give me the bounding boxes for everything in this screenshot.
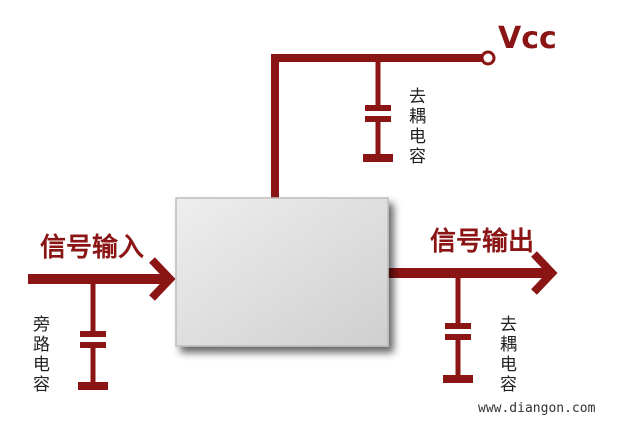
label-char: 耦 [500,335,517,355]
label-char: 电 [409,127,426,147]
top-decoupling-capacitor [363,58,393,162]
ic-block [175,197,389,347]
vcc-label: Vcc [498,21,557,56]
watermark: www.diangon.com [478,401,596,416]
label-char: 路 [33,335,50,355]
bypass-cap-label: 旁 路 电 容 [33,315,50,395]
label-char: 旁 [33,315,50,335]
output-cap-label: 去 耦 电 容 [500,315,517,395]
label-char: 容 [500,375,517,395]
signal-output-label: 信号输出 [430,226,534,257]
top-cap-label: 去 耦 电 容 [409,87,426,167]
output-arrow [388,251,558,295]
label-char: 容 [409,147,426,167]
label-char: 电 [33,355,50,375]
signal-input-label: 信号输入 [40,232,144,263]
output-decoupling-capacitor [443,273,473,383]
label-char: 容 [33,375,50,395]
input-arrow [28,257,176,301]
label-char: 去 [500,315,517,335]
vcc-terminal [480,50,496,66]
bypass-capacitor [78,279,108,390]
label-char: 电 [500,355,517,375]
label-char: 去 [409,87,426,107]
vcc-wire [271,54,482,200]
label-char: 耦 [409,107,426,127]
